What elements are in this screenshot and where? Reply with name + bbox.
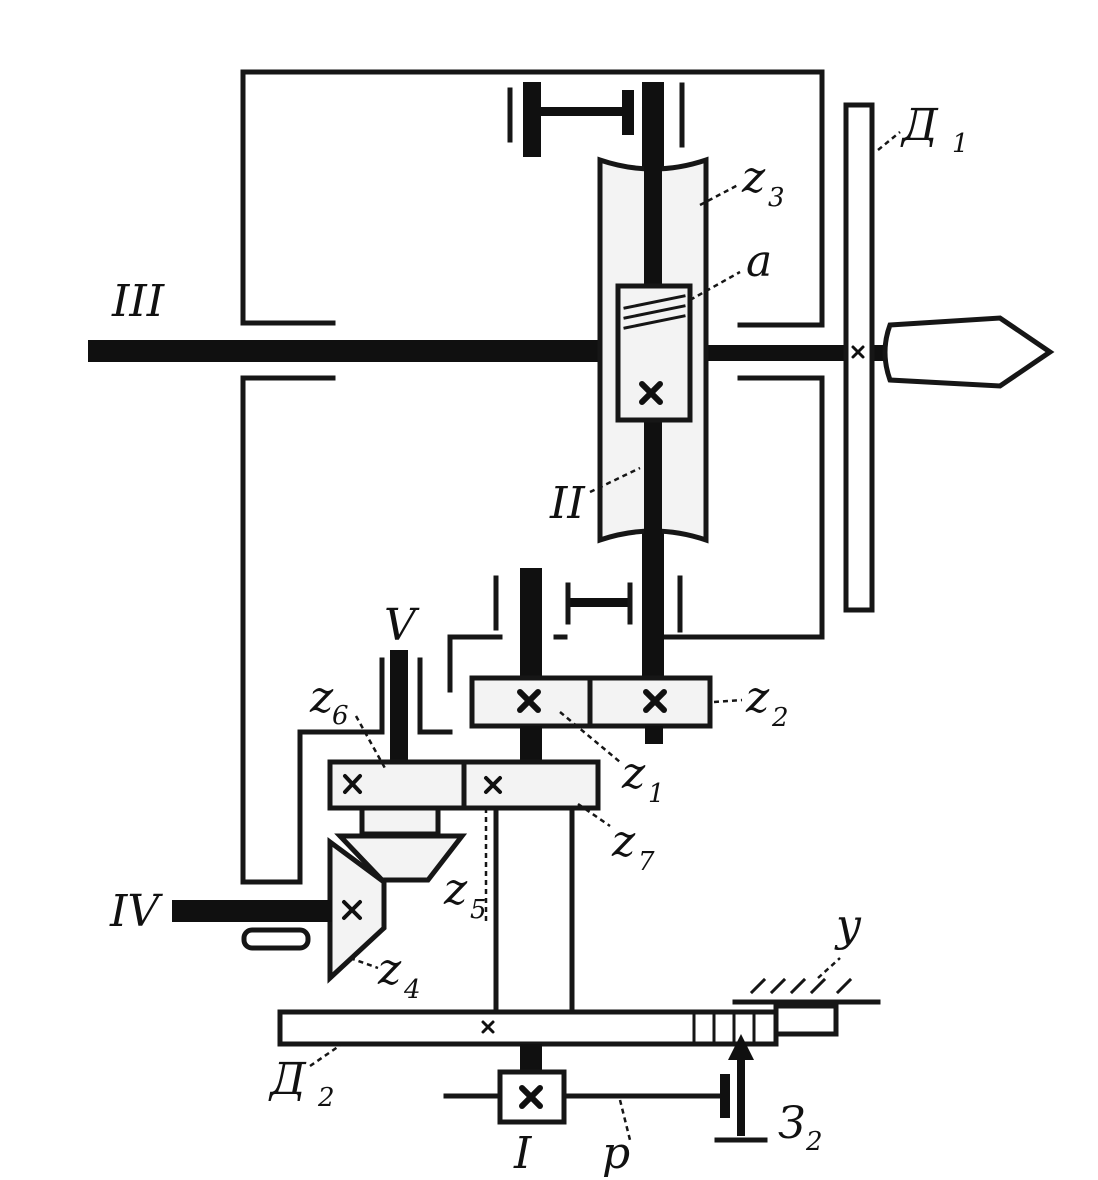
- label-shaft-IV: IV: [109, 886, 163, 937]
- shaft-IV: [172, 900, 332, 951]
- shaft-I-upper: [520, 726, 542, 762]
- label-z6-sub: 6: [332, 701, 349, 731]
- label-shaft-II: II: [549, 478, 586, 529]
- shaft-I: [497, 1044, 567, 1125]
- gear-z2: [587, 675, 713, 729]
- label-z1: z: [621, 748, 646, 799]
- hub-z6: [359, 805, 441, 837]
- label-D1: Д: [900, 100, 939, 151]
- label-z2-sub: 2: [771, 703, 789, 733]
- label-a: a: [746, 236, 772, 287]
- stop-y: [732, 977, 881, 1037]
- spindle-tip: [882, 315, 1055, 389]
- label-shaft-I: I: [513, 1128, 533, 1179]
- disk-D1: [843, 102, 875, 613]
- bevel-gear-z4: [327, 837, 387, 984]
- label-D1-sub: 1: [952, 129, 969, 159]
- label-Z2: З: [778, 1098, 805, 1149]
- leader-lines: [309, 131, 901, 1141]
- shaft-III: [88, 340, 890, 362]
- disk-D2: [277, 1009, 779, 1047]
- label-shaft-V: V: [384, 600, 420, 651]
- shaft-II-end: [645, 726, 663, 744]
- housing-frame: [240, 69, 825, 885]
- label-z4-sub: 4: [403, 975, 421, 1005]
- label-z7-sub: 7: [638, 847, 655, 877]
- labels: Д 1 z 3 a III II V z 6 z 2 z 1 z 7 z 5 I…: [109, 100, 969, 1179]
- stop-Z2: [714, 1034, 768, 1143]
- lever-p: [443, 1074, 730, 1118]
- column: [493, 805, 575, 1015]
- worm-a: [615, 283, 693, 423]
- label-D2-sub: 2: [317, 1083, 335, 1113]
- label-y: y: [834, 900, 862, 951]
- label-z6: z: [309, 672, 334, 723]
- label-z5: z: [443, 864, 468, 915]
- gear-z1: [469, 675, 593, 729]
- lower-bearing: [493, 568, 683, 678]
- label-z2: z: [745, 672, 770, 723]
- label-Z2-sub: 2: [805, 1127, 823, 1157]
- label-shaft-III: III: [111, 276, 166, 327]
- gear-z6: [327, 759, 467, 811]
- label-z7: z: [611, 816, 636, 867]
- label-D2: Д: [268, 1054, 307, 1105]
- label-z1-sub: 1: [648, 779, 665, 809]
- label-z3-sub: 3: [768, 183, 785, 213]
- gear-z7: [461, 759, 601, 811]
- label-z5-sub: 5: [470, 895, 487, 925]
- label-p: p: [602, 1128, 630, 1179]
- label-z4: z: [377, 944, 402, 995]
- label-z3: z: [741, 152, 766, 203]
- shaft-V: [390, 650, 408, 762]
- bevel-gear-z5: [334, 833, 468, 883]
